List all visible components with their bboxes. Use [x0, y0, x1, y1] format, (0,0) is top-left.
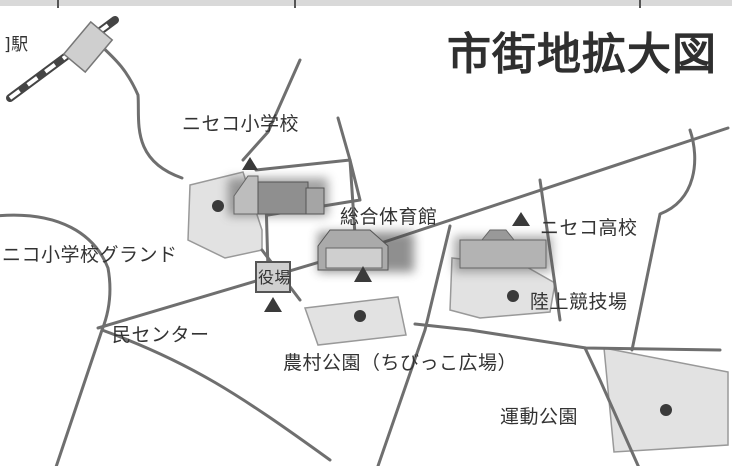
label-sports-park: 運動公園 [500, 406, 579, 428]
triangle-marker-community [264, 297, 282, 312]
dot-marker-village-park [354, 310, 366, 322]
road-bottom [100, 328, 332, 462]
station-building [62, 20, 114, 74]
markers [212, 157, 672, 416]
road-east-horizontal [413, 322, 722, 352]
label-niseko-elementary: ニセコ小学校 [182, 113, 300, 135]
village-park-area [303, 296, 407, 346]
triangle-marker-elementary [242, 157, 258, 170]
areas [187, 171, 729, 453]
road-left-ring [0, 213, 112, 332]
road-east-vertical [376, 224, 452, 466]
building-gym [317, 229, 414, 272]
railway [6, 16, 119, 102]
map-title: 市街地拡大図 [447, 29, 717, 80]
dot-marker-ground [212, 200, 224, 212]
building-town-hall [255, 261, 291, 293]
road-east-vertical-2 [630, 128, 697, 352]
triangle-marker-high-school [512, 212, 530, 226]
label-niseko-high: ニセコ高校 [540, 217, 638, 239]
label-general-gym: 総合体育館 [340, 206, 438, 228]
road-sports-link [583, 346, 640, 466]
dot-marker-athletics [507, 290, 519, 302]
triangle-marker-gym [354, 266, 372, 282]
building-elementary [228, 175, 328, 216]
building-high-school [454, 229, 552, 272]
label-elementary-ground: ニコ小学校グランド [2, 244, 178, 266]
label-station: ]駅 [4, 35, 29, 55]
road-north-mid [241, 58, 302, 162]
dot-marker-sports-park [660, 404, 672, 416]
label-community-center: 民センター [112, 324, 210, 346]
road-low-left [54, 328, 104, 466]
label-village-park: 農村公園（ちびっこ広場） [283, 352, 518, 374]
sports-park-area [603, 347, 729, 453]
road-north-curve [93, 38, 184, 180]
top-border [0, 0, 732, 6]
label-athletics-field: 陸上競技場 [530, 291, 628, 313]
label-town-hall-mark: 役場 [258, 268, 292, 287]
